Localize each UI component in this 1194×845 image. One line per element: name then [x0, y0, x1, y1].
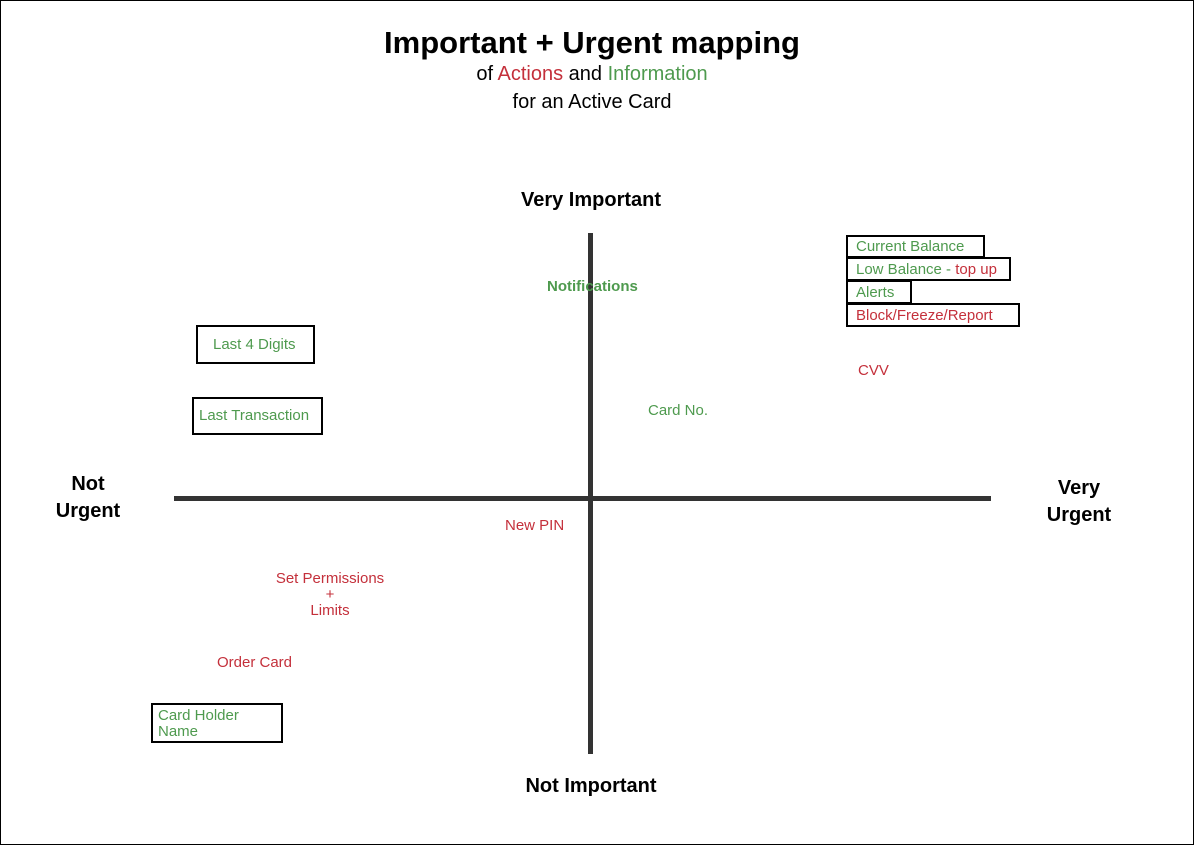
item-low-balance-info: Low Balance - [856, 261, 956, 278]
axis-label-very-urgent: Very Urgent [1029, 475, 1129, 529]
diagram-subtitle: of Actions and Information [1, 63, 1183, 86]
subtitle-information: Information [607, 63, 708, 85]
item-set-permissions-line2: + [325, 586, 335, 603]
diagram-subtitle-2: for an Active Card [512, 91, 672, 113]
subtitle-prefix: of [476, 63, 498, 85]
item-last-transaction: Last Transaction [199, 407, 310, 424]
diagram-title: Important + Urgent mapping [384, 25, 800, 60]
axis-label-not-urgent-line1: Not [71, 473, 105, 495]
horizontal-axis [174, 496, 991, 501]
item-card-no: Card No. [648, 402, 709, 419]
axis-label-very-urgent-line2: Urgent [1046, 504, 1112, 526]
item-card-holder-line2: Name [158, 723, 199, 740]
item-alerts: Alerts [856, 284, 895, 301]
axis-label-not-urgent: Not Urgent [38, 471, 138, 525]
item-box-block-freeze-report: Block/Freeze/Report [846, 303, 1020, 327]
item-box-last-4-digits: Last 4 Digits [196, 325, 315, 364]
item-box-last-transaction: Last Transaction [192, 397, 323, 435]
item-low-balance-action: top up [955, 261, 997, 278]
item-box-low-balance: Low Balance - top up [846, 257, 1011, 281]
item-new-pin: New PIN [505, 517, 565, 534]
item-set-permissions-line1: Set Permissions [275, 570, 385, 587]
item-box-current-balance: Current Balance [846, 235, 985, 258]
item-card-holder-name: Card Holder Name [158, 708, 239, 740]
item-low-balance: Low Balance - top up [856, 262, 997, 278]
item-set-permissions: Set Permissions + Limits [260, 571, 400, 619]
subtitle-actions: Actions [497, 63, 564, 85]
item-block-freeze-report: Block/Freeze/Report [856, 307, 993, 324]
axis-label-not-important: Not Important [525, 775, 657, 797]
item-set-permissions-line3: Limits [310, 602, 350, 619]
item-cvv: CVV [858, 362, 889, 379]
item-current-balance: Current Balance [856, 238, 965, 255]
axis-label-not-urgent-line2: Urgent [55, 500, 121, 522]
item-box-card-holder-name: Card Holder Name [151, 703, 283, 743]
axis-label-very-important: Very Important [520, 189, 662, 211]
item-card-holder-line1: Card Holder [158, 707, 239, 724]
item-last-4-digits: Last 4 Digits [213, 336, 296, 353]
item-box-alerts: Alerts [846, 280, 912, 304]
vertical-axis [588, 233, 593, 754]
item-order-card: Order Card [217, 654, 293, 671]
axis-label-very-urgent-line1: Very [1057, 477, 1101, 499]
item-notifications: Notifications [547, 278, 638, 295]
subtitle-and: and [563, 63, 608, 85]
